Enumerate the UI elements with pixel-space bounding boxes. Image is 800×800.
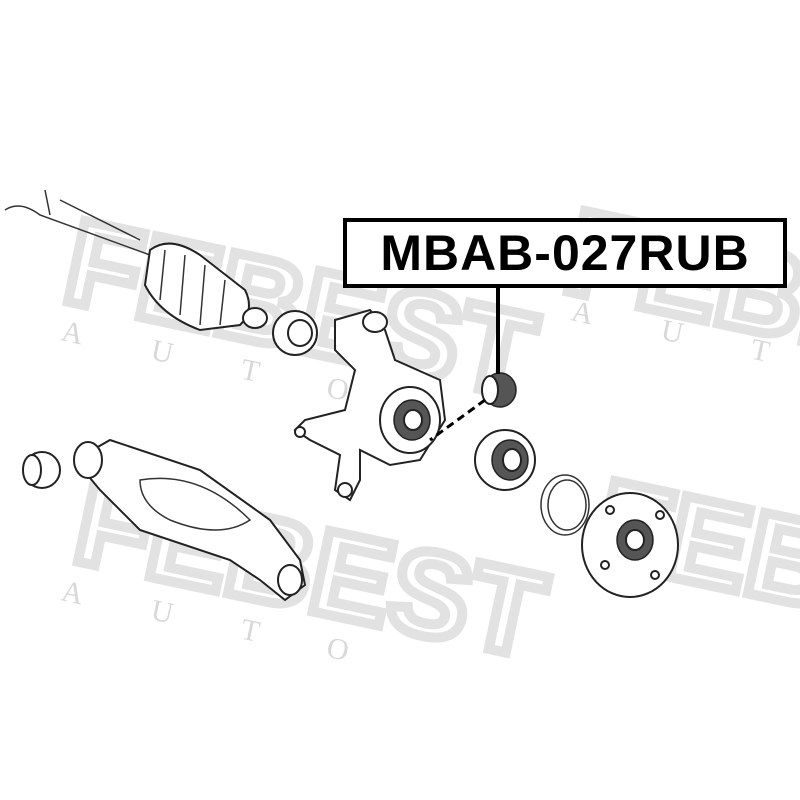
dust-seal (272, 310, 318, 356)
control-arm-bushing (22, 451, 61, 489)
bushing (481, 372, 517, 408)
snap-ring (540, 474, 590, 536)
part-number-label: MBAB-027RUB (343, 218, 787, 288)
wheel-bearing (474, 429, 536, 491)
drive-shaft (4, 189, 268, 332)
lower-control-arm (73, 438, 307, 602)
part-number-text: MBAB-027RUB (380, 225, 750, 281)
steering-knuckle (293, 308, 447, 502)
assembly-dashed-line (429, 398, 486, 442)
wheel-hub (581, 492, 679, 598)
